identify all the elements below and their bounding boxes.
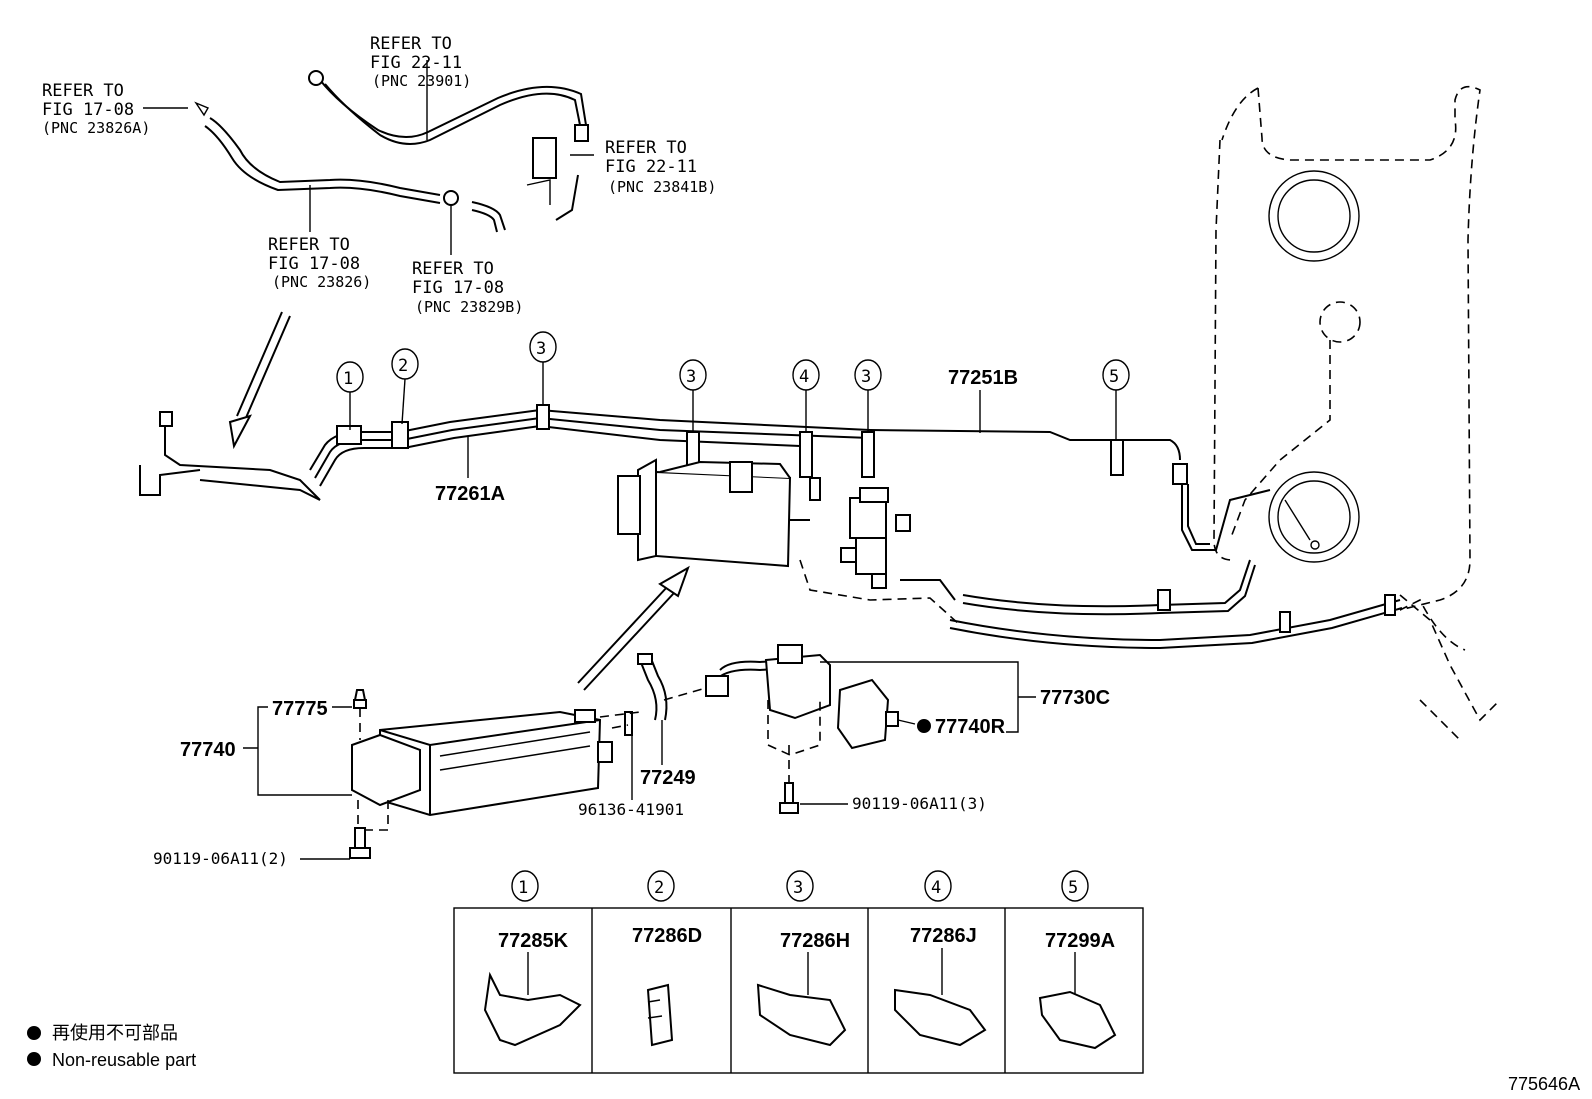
refer-note-5: REFER TO FIG 17-08 (PNC 23829B) [412, 259, 523, 316]
refer-line3: (PNC 23841B) [608, 178, 716, 196]
refer-line1: REFER TO [605, 138, 687, 158]
clamp-part: 77285K [498, 930, 569, 952]
callout-number: 2 [398, 356, 408, 376]
refer-note-4: REFER TO FIG 17-08 (PNC 23826) [268, 235, 371, 291]
callout-number: 3 [861, 367, 871, 387]
refer-line1: REFER TO [412, 259, 494, 279]
part-77730C: 77730C [1040, 687, 1110, 709]
figure-id: 775646A [1508, 1074, 1580, 1094]
legend-en: Non-reusable part [52, 1050, 196, 1070]
refer-line2: FIG 17-08 [412, 278, 504, 298]
callout-3c: 3 [854, 359, 882, 433]
top-refer-lines [143, 60, 594, 255]
refer-line2: FIG 17-08 [268, 254, 360, 274]
refer-line3: (PNC 23826A) [42, 119, 150, 137]
clamp-number: 3 [793, 878, 803, 898]
callout-number: 4 [799, 367, 809, 387]
clamp-number: 2 [654, 878, 664, 898]
callout-3a: 3 [529, 331, 557, 406]
legend-jp: 再使用不可部品 [52, 1023, 178, 1043]
callout-number: 5 [1109, 367, 1119, 387]
part-77249: 77249 [640, 767, 696, 789]
fuel-tank-outline [1213, 85, 1501, 741]
part-90119-06A11-2: 90119-06A11(2) [153, 849, 288, 868]
clamp-number: 4 [931, 878, 941, 898]
callout-4: 4 [792, 359, 820, 433]
bolt-90119-2 [349, 800, 389, 859]
callout-2: 2 [391, 348, 419, 425]
part-96136-41901: 96136-41901 [578, 800, 684, 819]
bolt-77775 [353, 689, 367, 740]
purge-valve-77730C [705, 644, 831, 756]
refer-line3: (PNC 23826) [272, 273, 371, 291]
callout-1: 1 [336, 361, 364, 430]
refer-line1: REFER TO [370, 34, 452, 54]
refer-line1: REFER TO [42, 81, 124, 101]
clamp-cell-4: 4 77286J [894, 870, 987, 1047]
lower-dashed-connections [599, 687, 707, 729]
part-77775: 77775 [272, 698, 328, 720]
arrow-down-left [228, 311, 291, 450]
clamp-cell-3: 3 77286H [756, 870, 850, 1047]
refer-line1: REFER TO [268, 235, 350, 255]
vent-valve [624, 653, 668, 736]
refer-note-1: REFER TO FIG 17-08 (PNC 23826A) [42, 81, 150, 137]
refer-line2: FIG 22-11 [605, 157, 697, 177]
part-77261A: 77261A [435, 483, 505, 505]
refer-note-2: REFER TO FIG 22-11 (PNC 23901) [370, 34, 471, 90]
refer-line3: (PNC 23829B) [415, 298, 523, 316]
callout-3b: 3 [679, 359, 707, 433]
part-77740: 77740 [180, 739, 236, 761]
solenoid-77740R [836, 678, 899, 750]
clamp-part: 77286H [780, 930, 850, 952]
arrow-up-right [577, 565, 690, 691]
canister-installed [617, 458, 911, 589]
legend-bullet [27, 1026, 41, 1040]
clamp-part: 77286D [632, 925, 702, 947]
refer-line3: (PNC 23901) [372, 72, 471, 90]
clamp-number: 5 [1068, 878, 1078, 898]
canister-assembly [351, 709, 613, 817]
legend-bullet [27, 1052, 41, 1066]
bolt-90119-3 [779, 745, 799, 814]
part-77251B: 77251B [948, 367, 1018, 389]
refer-line2: FIG 22-11 [370, 53, 462, 73]
clamp-table [453, 907, 1144, 1074]
callout-5: 5 [1102, 359, 1130, 441]
legend: 再使用不可部品 Non-reusable part [27, 1023, 196, 1070]
clamp-cell-1: 1 77285K [483, 870, 582, 1047]
callout-number: 3 [536, 339, 546, 359]
non-reusable-mark [917, 719, 931, 733]
clamp-part: 77286J [910, 925, 977, 947]
callout-number: 1 [343, 369, 353, 389]
part-90119-06A11-3: 90119-06A11(3) [852, 794, 987, 813]
clamp-cell-5: 5 77299A [1038, 870, 1117, 1050]
callout-number: 3 [686, 367, 696, 387]
refer-line2: FIG 17-08 [42, 100, 134, 120]
refer-note-3: REFER TO FIG 22-11 (PNC 23841B) [605, 138, 716, 196]
clamp-cell-2: 2 77286D [632, 870, 702, 1047]
clamp-number: 1 [518, 878, 528, 898]
clamp-part: 77299A [1045, 930, 1115, 952]
part-77740R: 77740R [935, 716, 1006, 738]
